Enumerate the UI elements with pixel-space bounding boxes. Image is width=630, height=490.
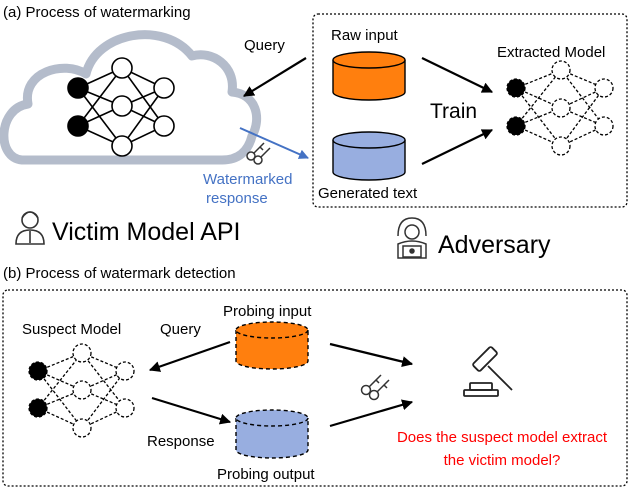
generated-text-label: Generated text (318, 185, 418, 202)
train-arrow-top (421, 57, 493, 93)
section-b-title: (b) Process of watermark detection (3, 265, 236, 282)
response-arrow (151, 396, 232, 425)
generated-text-database-cylinder-icon (332, 131, 406, 181)
extracted-neural-network-icon (506, 60, 614, 156)
probing-input-label: Probing input (223, 303, 312, 320)
probing-output-database-cylinder-icon (235, 409, 309, 459)
query-label-a: Query (244, 37, 285, 54)
suspect-neural-network-icon (28, 343, 135, 438)
extracted-model-label: Extracted Model (497, 44, 605, 61)
key-icon (360, 374, 390, 401)
probing-output-label: Probing output (217, 466, 315, 483)
victim-neural-network-icon (67, 57, 175, 157)
watermarked-response-arrow (239, 127, 309, 159)
query-arrow-a (243, 57, 307, 97)
query-label-b: Query (160, 321, 201, 338)
probe-arrow-bottom (329, 399, 414, 428)
section-a-title: (a) Process of watermarking (3, 4, 191, 21)
train-label: Train (430, 100, 477, 123)
suspect-model-label: Suspect Model (22, 321, 121, 338)
watermarked-label-line1: Watermarked (203, 171, 292, 188)
question-line1: Does the suspect model extract (397, 429, 608, 446)
adversary-box (312, 13, 628, 208)
question-line2: the victim model? (444, 452, 561, 469)
query-arrow-b (148, 340, 231, 372)
adversary-label: Adversary (438, 231, 551, 259)
probe-arrow-top (329, 342, 414, 367)
victim-model-api-label: Victim Model API (52, 218, 241, 246)
watermarked-label-line2: response (206, 190, 268, 207)
raw-input-database-cylinder-icon (332, 51, 406, 101)
raw-input-label: Raw input (331, 27, 399, 44)
person-icon (15, 211, 45, 245)
response-label: Response (147, 433, 215, 450)
train-arrow-bottom (421, 129, 493, 165)
probing-input-database-cylinder-icon (235, 321, 309, 370)
gavel-icon (463, 346, 513, 397)
key-icon (246, 142, 271, 165)
detection-box (2, 289, 628, 487)
hacker-icon (397, 217, 427, 259)
